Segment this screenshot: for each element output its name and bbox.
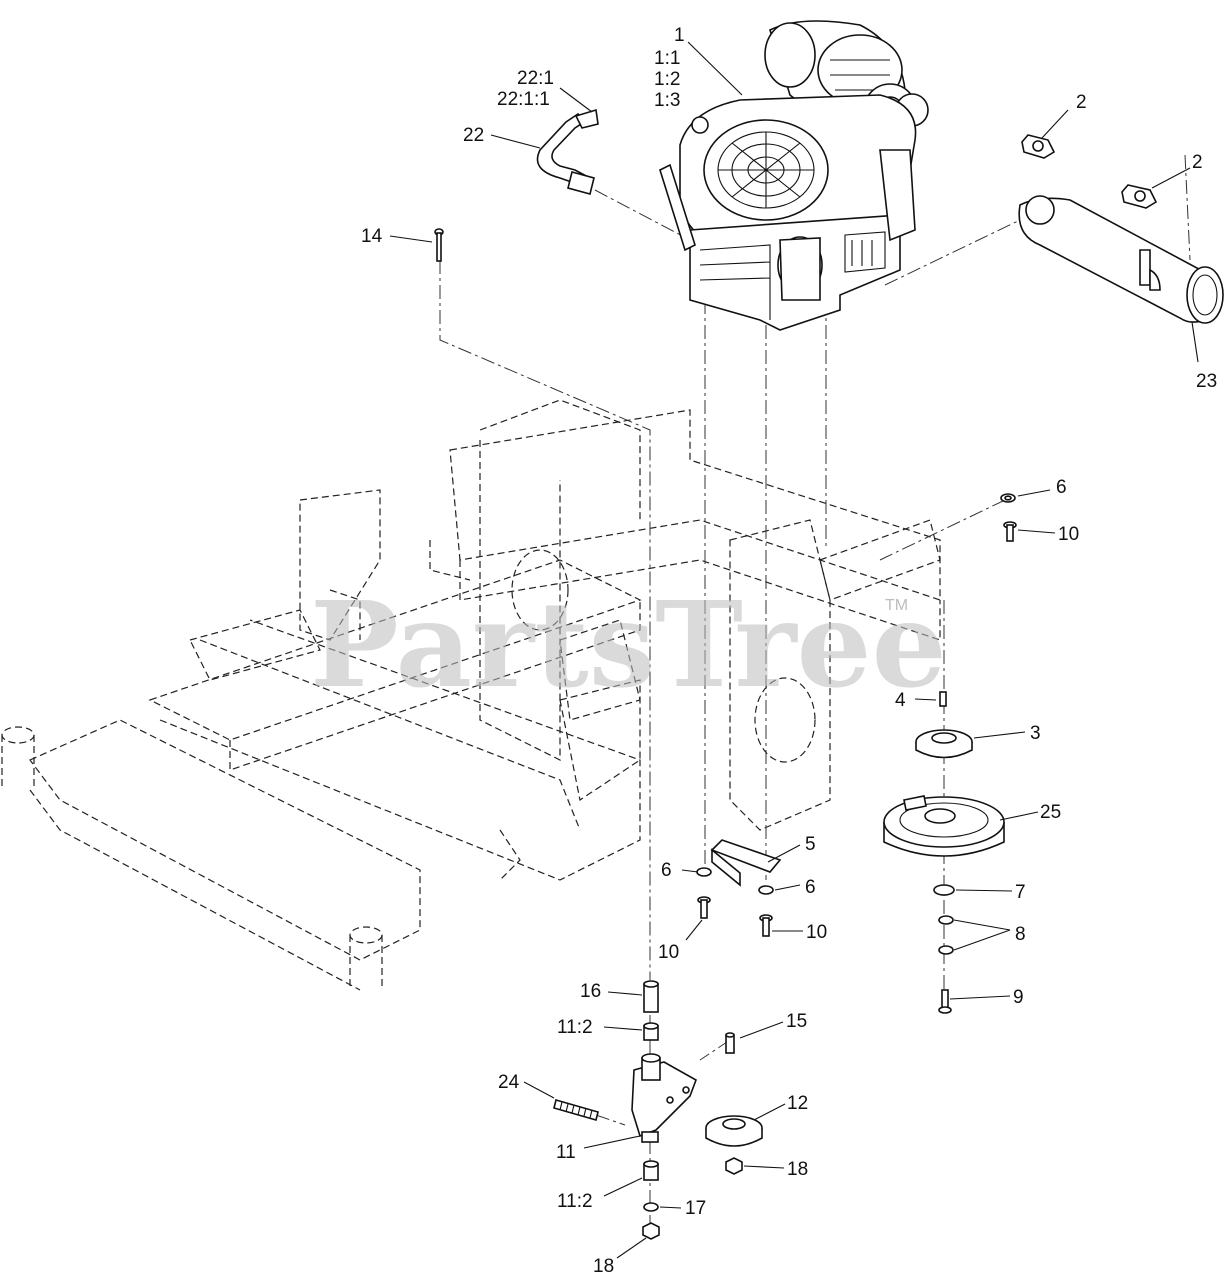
washer-6-right[interactable] [758,885,774,895]
electric-clutch-25[interactable] [883,795,1005,857]
callout-1-1[interactable]: 1:1 [654,48,680,69]
callout-22[interactable]: 22 [463,125,484,146]
bolt-10-upper[interactable] [1003,521,1017,542]
washer-6-upper[interactable] [1000,493,1016,503]
callout-labels: 1 1:1 1:2 1:3 22:1 22:1:1 22 2 2 14 23 6… [361,25,1217,1277]
washer-8-lower[interactable] [938,945,954,955]
callout-8[interactable]: 8 [1015,924,1026,945]
callout-1-3[interactable]: 1:3 [654,90,680,111]
callout-16[interactable]: 16 [580,981,601,1002]
callout-10-left[interactable]: 10 [658,942,679,963]
bracket-5[interactable] [710,839,782,887]
washer-8-upper[interactable] [938,915,954,925]
callout-17[interactable]: 17 [685,1198,706,1219]
bushing-11-2-lower[interactable] [643,1160,659,1181]
engine-assembly[interactable] [659,20,929,331]
fuel-hose[interactable] [536,108,599,195]
callout-9[interactable]: 9 [1013,987,1024,1008]
callout-15[interactable]: 15 [786,1011,807,1032]
pin-15[interactable] [725,1032,735,1054]
callout-5[interactable]: 5 [805,834,816,855]
callout-6-right[interactable]: 6 [805,877,816,898]
callout-10-right[interactable]: 10 [806,922,827,943]
spring-24[interactable] [553,1099,599,1121]
callout-11-2-upper[interactable]: 11:2 [557,1017,593,1038]
callout-1-2[interactable]: 1:2 [654,69,680,90]
callout-6-upper[interactable]: 6 [1056,477,1067,498]
washer-6-left[interactable] [696,867,712,877]
callout-11[interactable]: 11 [556,1142,576,1163]
idler-arm-11[interactable] [631,1053,697,1143]
callout-11-2-lower[interactable]: 11:2 [557,1191,593,1212]
callout-18-bottom[interactable]: 18 [593,1256,614,1277]
exhaust-gasket-1[interactable] [1021,134,1056,159]
callout-7[interactable]: 7 [1015,882,1026,903]
nut-18-right[interactable] [725,1157,743,1175]
callout-18-right[interactable]: 18 [787,1159,808,1180]
svg-text:TM: TM [885,597,908,614]
callout-12[interactable]: 12 [787,1093,808,1114]
leader-lines [389,41,1199,1259]
mower-frame [1,399,941,991]
engine-pulley-3[interactable] [915,729,973,759]
callout-2-gasket-right[interactable]: 2 [1192,152,1203,173]
spacer-7[interactable] [933,884,955,896]
callout-1[interactable]: 1 [674,25,685,46]
key-4[interactable] [939,691,947,707]
svg-text:PartsTree: PartsTree [310,575,947,714]
callout-4[interactable]: 4 [895,690,906,711]
idler-pulley-12[interactable] [705,1115,763,1147]
bolt-10-right[interactable] [759,914,773,937]
callout-24[interactable]: 24 [498,1072,520,1093]
bolt-9[interactable] [938,989,952,1014]
callout-14[interactable]: 14 [361,226,383,247]
partstree-watermark: PartsTree TM [310,575,947,714]
spacer-16[interactable] [643,980,659,1013]
callout-23[interactable]: 23 [1196,371,1217,392]
callout-10-upper[interactable]: 10 [1058,524,1079,545]
washer-17[interactable] [643,1202,659,1212]
callout-22-1[interactable]: 22:1 [517,68,554,89]
callout-25[interactable]: 25 [1040,802,1061,823]
callout-3[interactable]: 3 [1030,723,1041,744]
nut-18-bottom[interactable] [642,1222,660,1240]
muffler[interactable] [1018,195,1224,324]
bolt-10-left[interactable] [697,896,711,919]
callout-2-gasket-left[interactable]: 2 [1076,92,1087,113]
exhaust-gasket-2[interactable] [1121,184,1158,209]
bolt-14[interactable] [434,228,444,262]
bushing-11-2-upper[interactable] [643,1022,659,1041]
callout-6-left[interactable]: 6 [661,860,672,881]
callout-22-1-1[interactable]: 22:1:1 [497,89,550,110]
